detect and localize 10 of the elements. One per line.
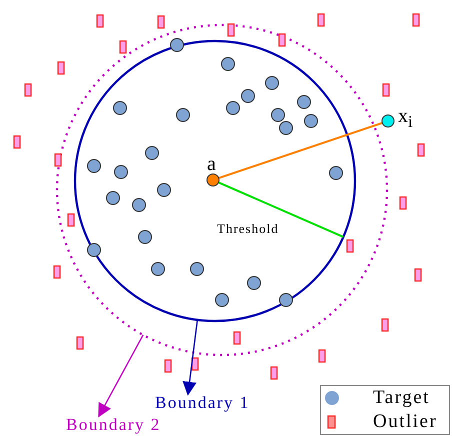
boundary-label: Boundary 2 [66, 416, 161, 433]
boundary-label: Boundary 1 [155, 394, 250, 411]
legend-label: Target [373, 388, 430, 407]
arrow [98, 334, 144, 418]
point-label: a [207, 154, 216, 174]
legend-label: Outlier [373, 412, 438, 431]
connector-line [218, 181, 344, 238]
edge-label: Threshold [217, 222, 279, 235]
arrow [182, 320, 198, 396]
point-label: x$_{i}$ [398, 106, 413, 131]
